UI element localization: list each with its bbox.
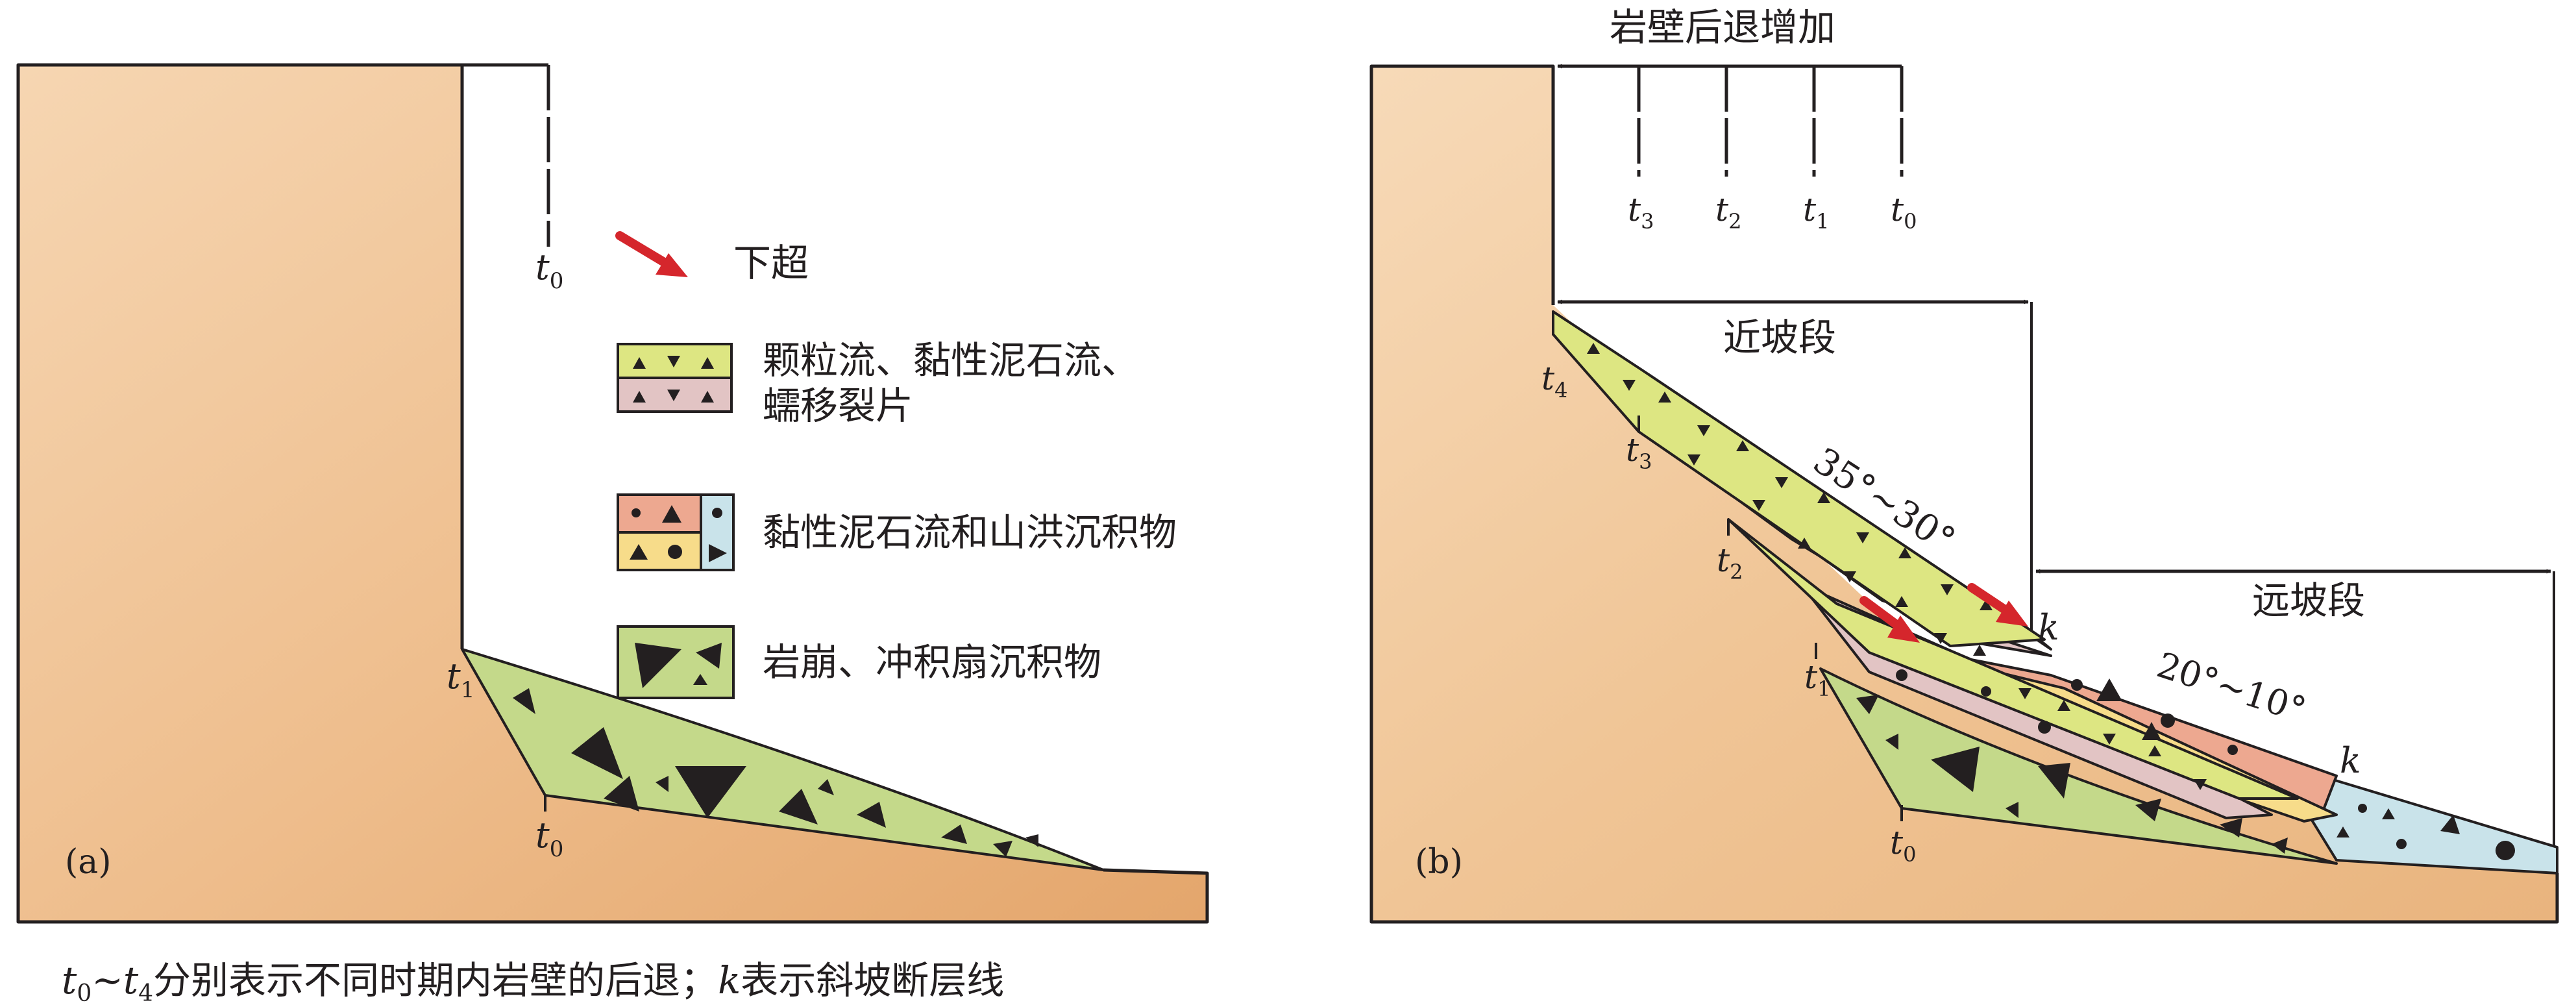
legend-granular-label-line1: 颗粒流、黏性泥石流、 <box>763 338 1139 382</box>
legend: 下超 颗粒流、黏性泥石流、 蠕移裂片 黏性泥石流和山洪沉积物 <box>615 231 1177 699</box>
panel-b-downlap-arrow-lower-head-icon <box>1887 615 1920 643</box>
legend-mudflow-swatch-salmon <box>617 493 702 534</box>
panel-a: (a) t0 t1 t0 <box>16 63 1209 924</box>
panel-b-retreat-label: 岩壁后退增加 <box>1610 5 1835 49</box>
panel-b-clasts <box>1587 343 2515 860</box>
panel-b-t1-label: t1 <box>1804 658 1830 701</box>
legend-mudflow-swatch-blue <box>700 493 735 571</box>
legend-mudflow-label: 黏性泥石流和山洪沉积物 <box>763 510 1177 554</box>
panel-b-fault-marker-lower: k <box>2340 740 2361 781</box>
panel-a-t1-label: t1 <box>447 656 474 703</box>
figure-caption: t0~t4分别表示不同时期内岩壁的后退；k表示斜坡断层线 <box>62 958 1004 1005</box>
panel-b-retreat-t1: t1 <box>1803 191 1829 234</box>
panel-b-rock-outline <box>1369 64 2559 924</box>
panel-a-fan-clasts <box>513 688 1038 857</box>
panel-b-downlap-arrow-upper-head-icon <box>1996 601 2028 627</box>
legend-rockfall-label: 岩崩、冲积扇沉积物 <box>763 640 1101 684</box>
panel-b-angle-lower: 20°~10° <box>2152 644 2311 730</box>
panel-b-downlap-arrow-lower-icon <box>1859 596 1906 633</box>
legend-downlap-label: 下超 <box>733 241 809 285</box>
legend-granular-label-line2: 蠕移裂片 <box>763 384 913 428</box>
panel-a-rockfall-fan <box>461 648 1105 871</box>
legend-granular: 颗粒流、黏性泥石流、 蠕移裂片 <box>617 338 1139 428</box>
panel-b-granular-t2 <box>1727 518 2299 800</box>
panel-b-t3-label: t3 <box>1626 431 1652 474</box>
panel-b: 岩壁后退增加 t3 t2 t1 t0 近坡段 远坡段 <box>1369 5 2559 924</box>
red-downlap-arrow-icon <box>615 231 673 269</box>
legend-mudflow-swatch-yellow <box>617 531 702 571</box>
panel-b-deposits <box>1552 310 2558 875</box>
panel-a-rock-body <box>18 65 1207 922</box>
panel-b-t2-label: t2 <box>1717 541 1743 584</box>
panel-b-t4-label: t4 <box>1541 360 1567 403</box>
legend-rockfall: 岩崩、冲积扇沉积物 <box>617 625 1101 699</box>
panel-b-far-slope-label: 远坡段 <box>2252 578 2365 623</box>
panel-b-label: (b) <box>1415 843 1463 882</box>
legend-downlap: 下超 <box>615 231 809 285</box>
panel-b-retreat-t3: t3 <box>1628 191 1654 234</box>
legend-mudflow: 黏性泥石流和山洪沉积物 <box>617 493 1177 571</box>
panel-b-fault-marker-upper: k <box>2038 607 2059 648</box>
panel-b-downlap-arrows <box>1859 583 2028 643</box>
panel-b-granular-t4-band <box>1552 310 2046 647</box>
panel-b-retreat-t2: t2 <box>1715 191 1741 234</box>
panel-b-retreat-t0: t0 <box>1891 191 1917 234</box>
panel-b-rock-body <box>1371 66 2557 922</box>
panel-a-t0-bottom-label: t0 <box>535 815 563 862</box>
panel-a-label: (a) <box>65 843 112 882</box>
panel-b-blue-distal-deposit <box>2309 775 2558 875</box>
panel-b-t0-label: t0 <box>1890 824 1916 867</box>
red-downlap-arrow-head-icon <box>656 253 688 277</box>
panel-a-t0-top-label: t0 <box>535 247 563 294</box>
panel-b-near-slope-label: 近坡段 <box>1723 316 1836 360</box>
